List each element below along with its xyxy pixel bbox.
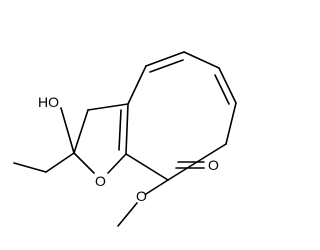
bond-ring-ch2-to-c3a [87, 103, 129, 111]
bond-c4-to-c5 [145, 51, 185, 67]
bond-c6-to-c7 [218, 67, 237, 104]
bond-c2-to-ring-o [73, 152, 95, 174]
bond-ring-o-to-c8a [107, 153, 127, 174]
bond-c3a-to-c8a [125, 103, 129, 155]
methoxy-oxygen-label: O [136, 188, 147, 204]
bond-c7-to-c8 [225, 102, 237, 145]
bond-c3a-to-c8a-inner [118, 109, 122, 151]
bond-c2-to-ethyl [45, 152, 75, 173]
bond-ring-ch2-to-c2 [73, 109, 89, 154]
bond-c3a-to-c4 [127, 65, 147, 105]
bond-c9-to-c8a [125, 153, 169, 181]
bond-c9-to-methoxy-o [145, 179, 169, 195]
bond-c2-to-hydroxyl [60, 107, 75, 154]
bond-ethyl-c-c [13, 162, 47, 173]
bond-layer [13, 51, 237, 227]
bond-c5-to-c6 [183, 51, 220, 69]
ring-oxygen-label: O [95, 173, 106, 189]
bond-c6-to-c7-inner [214, 74, 230, 105]
hydroxyl-label: HO [38, 94, 59, 110]
label-layer: HO O O O [38, 94, 219, 204]
bond-methoxy-o-to-ch3 [117, 202, 138, 227]
bond-c4-to-c5-inner [149, 59, 184, 73]
molecule-structure: HO O O O [13, 51, 237, 227]
carbonyl-oxygen-label: O [208, 157, 219, 173]
